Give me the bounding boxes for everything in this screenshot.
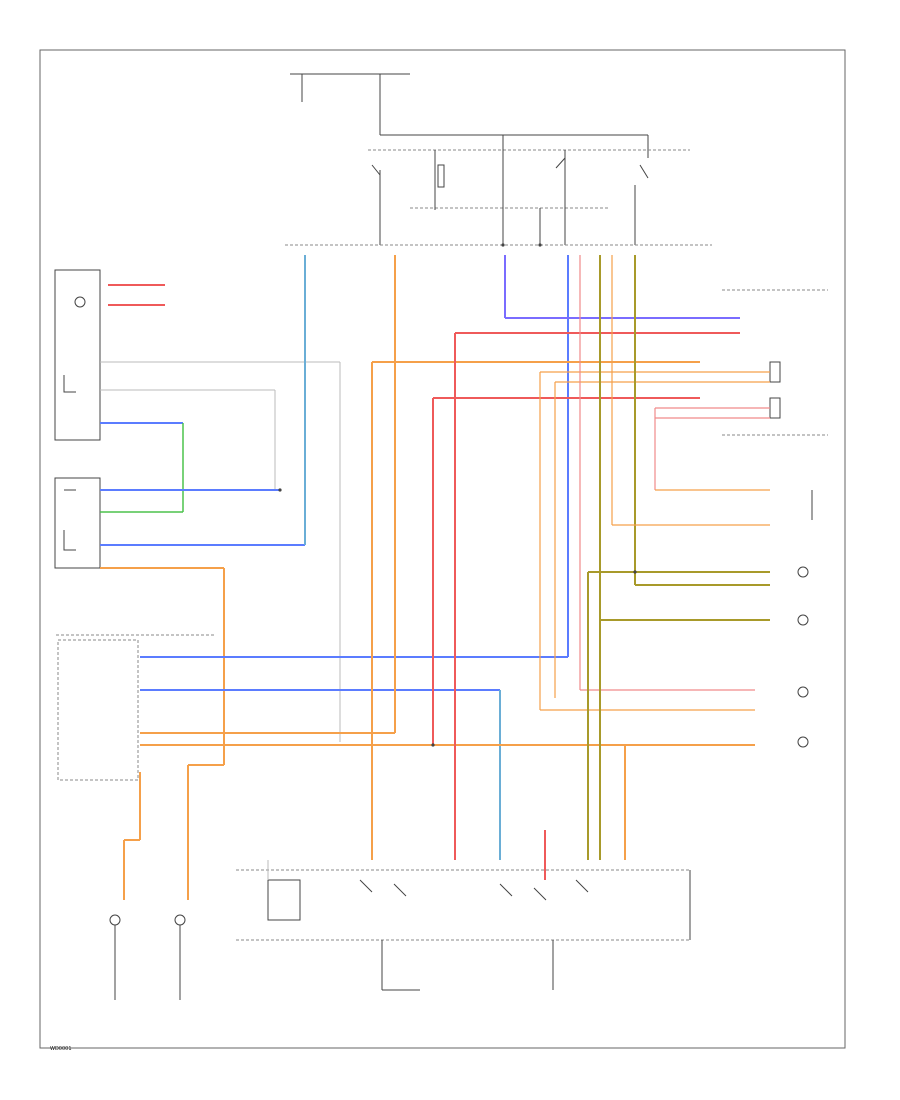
left-switch-assemblies <box>54 269 139 781</box>
right-lamps <box>769 361 813 748</box>
bottom-switch-assembly <box>236 869 691 991</box>
bottom-lamps <box>109 914 186 1000</box>
wires <box>100 255 770 900</box>
footer-code: WD0001 <box>50 1046 72 1052</box>
section-separators <box>56 289 828 636</box>
diagram-frame <box>39 49 846 1049</box>
fuse-block <box>285 73 712 246</box>
junction-dots <box>278 243 637 747</box>
